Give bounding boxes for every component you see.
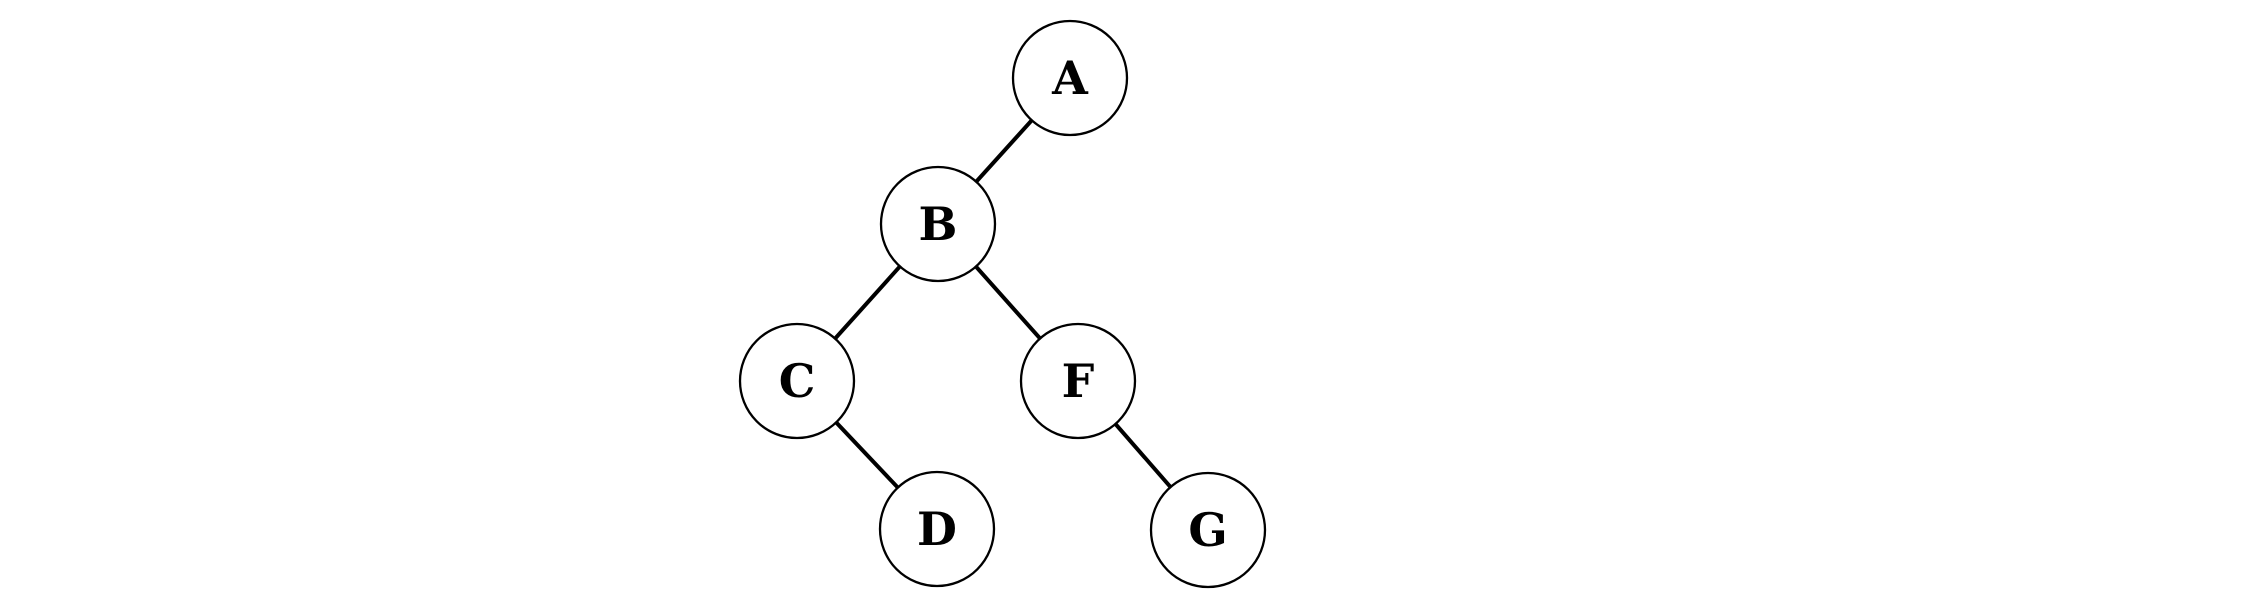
tree-node-C: C (738, 322, 856, 440)
tree-node-circle-F (1019, 322, 1137, 440)
tree-node-label-C: C (779, 354, 816, 408)
tree-node-F: F (1019, 322, 1137, 440)
tree-node-A: A (1011, 19, 1129, 137)
tree-node-label-B: B (919, 197, 958, 251)
tree-node-D: D (878, 470, 996, 588)
tree-node-circle-D (878, 470, 996, 588)
tree-node-label-G: G (1188, 503, 1227, 557)
tree-node-label-A: A (1051, 51, 1089, 105)
tree-node-label-F: F (1062, 354, 1095, 408)
tree-node-circle-G (1149, 471, 1267, 589)
tree-node-circle-A (1011, 19, 1129, 137)
tree-node-label-D: D (917, 502, 957, 556)
tree-node-circle-C (738, 322, 856, 440)
tree-node-B: B (879, 165, 997, 283)
tree-node-circle-B (879, 165, 997, 283)
tree-node-G: G (1149, 471, 1267, 589)
